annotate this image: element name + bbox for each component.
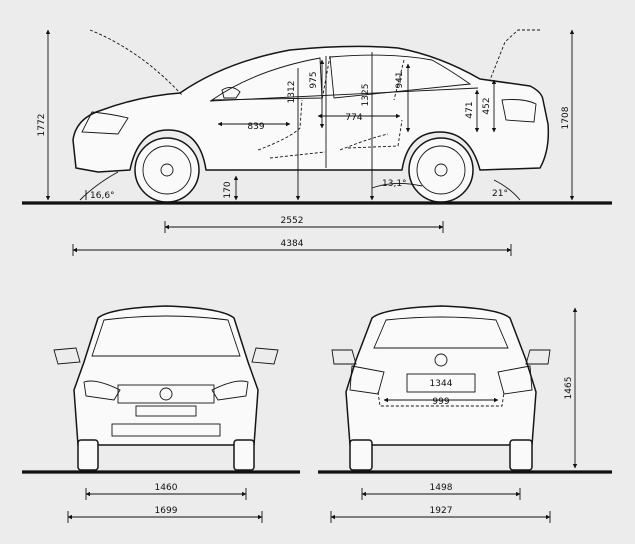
trunk-opening-width-label: 999 [432,397,449,407]
front-view: 1460 1699 [22,305,300,523]
front-body [73,305,259,446]
rear-window [373,316,509,349]
front-wheel [134,137,200,203]
trunk-open-outline [489,29,540,81]
front-interior-height-label: 1312 [287,81,297,104]
ramp-angle-label: 13,1° [382,179,407,189]
front-plate [135,405,197,417]
side-windows [210,54,472,101]
front-right-tire [233,439,255,471]
front-seat-length-label: 839 [247,122,264,132]
mirror-side [221,87,241,99]
taillight-side [501,99,537,123]
side-view: 1772 1708 975 1312 1325 941 471 452 839 … [22,29,612,256]
rear-left-tire [349,439,373,471]
rear-headroom-label: 941 [395,71,405,88]
rear-view: 1344 999 1465 1498 1927 [318,305,612,523]
departure-angle-label: 21° [492,189,508,199]
trunk-opening-outline [377,391,505,407]
rear-width-label: 1927 [430,506,453,516]
front-grille [117,384,215,404]
windshield [91,315,241,357]
rear-height-label: 1708 [561,106,571,129]
lower-grille [111,423,221,437]
front-width-label: 1699 [155,506,178,516]
rear-interior-height-label: 1325 [361,84,371,107]
rear-body [345,305,537,446]
headlights-front [83,380,249,401]
overall-height-label: 1772 [37,114,47,137]
belt-line [209,87,479,102]
front-mirrors [53,347,279,365]
wheelbase-label: 2552 [281,216,304,226]
rear-right-tire [509,439,533,471]
front-logo [159,387,173,401]
front-left-tire [77,439,99,471]
rear-wheel [408,137,474,203]
trunk-height-label: 471 [465,101,475,118]
rear-plate [406,373,476,393]
rear-mirrors [331,349,551,365]
rear-seat-length-label: 774 [345,113,362,123]
front-headroom-label: 975 [309,71,319,88]
trunk-width-label: 1344 [430,379,453,389]
seat-outlines [257,99,403,159]
rear-height-total-label: 1465 [564,377,574,400]
hood-open-outline [89,29,183,96]
headlight-side [81,111,129,135]
ground-clearance-label: 170 [223,181,233,198]
rear-track-label: 1498 [430,483,453,493]
trunk-opening-label: 452 [482,97,492,114]
rear-logo [434,353,448,367]
overall-length-label: 4384 [281,239,304,249]
front-track-label: 1460 [155,483,178,493]
approach-angle-label: 16,6° [90,191,115,201]
